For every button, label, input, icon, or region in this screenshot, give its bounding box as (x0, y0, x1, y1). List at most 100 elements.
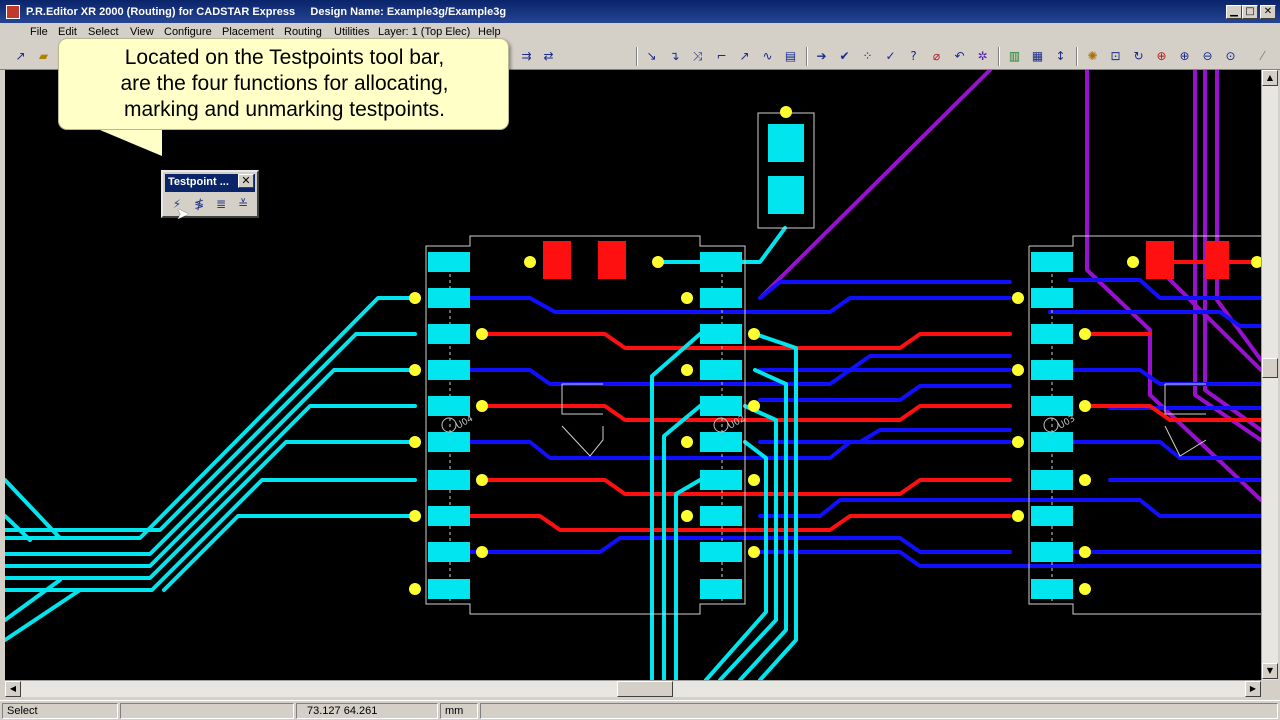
unmark-testpoint-icon[interactable]: ≚ (237, 197, 249, 211)
blue-trace (758, 428, 1012, 444)
testpoint-via (1079, 474, 1091, 486)
testpoint-icon[interactable]: ⁘ (862, 49, 873, 63)
blue-trace (758, 550, 1261, 568)
mitre-icon[interactable]: ↘ (646, 49, 657, 63)
maximize-button[interactable]: □ (1242, 5, 1258, 19)
blue-trace (465, 440, 1012, 460)
component-pad (1031, 288, 1073, 308)
testpoint-via (748, 474, 760, 486)
diagonal-icon[interactable]: ⤨ (692, 49, 703, 63)
menu-file[interactable]: File (30, 26, 48, 38)
corner-icon[interactable]: ↴ (669, 49, 680, 63)
zoom-prev-icon[interactable]: ⊙ (1225, 49, 1236, 63)
vertical-scrollbar[interactable]: ▲ ▼ (1261, 70, 1278, 680)
menu-routing[interactable]: Routing (284, 26, 322, 38)
testpoint-via (409, 292, 421, 304)
open-icon[interactable]: ↗ (15, 49, 26, 63)
star-icon[interactable]: ✲ (977, 49, 988, 63)
component-pad (428, 396, 470, 416)
blue-trace (758, 280, 1012, 300)
allocate-testpoint-icon[interactable]: ⚡ (172, 197, 182, 211)
route-icon[interactable]: ⇉ (521, 49, 532, 63)
red-pad (1205, 241, 1229, 279)
mark-all-testpoints-icon[interactable]: ≣ (215, 197, 227, 211)
app-icon[interactable] (6, 5, 20, 19)
scroll-right-icon[interactable]: ▶ (1245, 681, 1261, 697)
cyan-trace (5, 440, 417, 580)
status-coordinates: 73.127 64.261 (296, 703, 438, 719)
zoom-in-icon[interactable]: ⊕ (1179, 49, 1190, 63)
menu-edit[interactable]: Edit (58, 26, 77, 38)
undo-icon[interactable]: ↶ (954, 49, 965, 63)
minimize-button[interactable]: ▁ (1226, 5, 1242, 19)
testpoint-via (1079, 400, 1091, 412)
zoom-fit-icon[interactable]: ⊡ (1110, 49, 1121, 63)
testpoint-via (1012, 364, 1024, 376)
vertical-scroll-thumb[interactable] (1262, 358, 1278, 378)
folder-icon[interactable]: ▰ (38, 49, 49, 63)
zoom-out-icon[interactable]: ⊖ (1202, 49, 1213, 63)
purple-trace (1203, 70, 1261, 432)
menu-layer[interactable]: Layer: 1 (Top Elec) (378, 26, 471, 38)
testpoint-via (681, 510, 693, 522)
slope-icon[interactable]: ↗ (739, 49, 750, 63)
component-pad (428, 470, 470, 490)
pcb-canvas[interactable]: U04 U02 U03 (5, 70, 1261, 680)
toolbar-grip-icon[interactable]: ⁄ (1261, 49, 1264, 63)
cyan-trace (5, 588, 82, 642)
close-button[interactable]: ✕ (1260, 5, 1276, 19)
testpoint-toolbar-close-button[interactable]: ✕ (238, 174, 254, 188)
testpoint-via (409, 364, 421, 376)
ref-label: U04 (455, 414, 476, 432)
menu-placement[interactable]: Placement (222, 26, 274, 38)
bend-icon[interactable]: ⌐ (716, 49, 727, 63)
grid-icon[interactable]: ▦ (1031, 49, 1044, 63)
testpoint-via (476, 400, 488, 412)
toolbar-separator (1076, 47, 1078, 66)
report-icon[interactable]: ▤ (784, 49, 797, 63)
red-trace (480, 332, 1012, 350)
origin-marker (441, 417, 457, 433)
help-icon[interactable]: ? (910, 49, 917, 63)
meander-icon[interactable]: ∿ (762, 49, 773, 63)
component-pad (700, 396, 742, 416)
route-angle-icon[interactable]: ⇄ (543, 49, 554, 63)
red-pad (543, 241, 571, 279)
red-pad (598, 241, 626, 279)
testpoint-via (1251, 256, 1261, 268)
component-outline (757, 112, 815, 229)
menu-view[interactable]: View (130, 26, 154, 38)
testpoint-via (524, 256, 536, 268)
scroll-down-icon[interactable]: ▼ (1262, 663, 1278, 679)
zoom-window-icon[interactable]: ⊕ (1156, 49, 1167, 63)
cyan-trace (704, 440, 768, 680)
drc-icon[interactable]: ✓ (885, 49, 896, 63)
zoom-all-icon[interactable]: ✺ (1087, 49, 1098, 63)
origin-marker (1043, 417, 1059, 433)
testpoint-via (748, 400, 760, 412)
select-arrow-icon[interactable]: ➔ (816, 49, 827, 63)
menu-configure[interactable]: Configure (164, 26, 212, 38)
testpoint-toolbar-title[interactable]: Testpoint ... (165, 174, 255, 192)
scroll-left-icon[interactable]: ◀ (5, 681, 21, 697)
component-pad (428, 288, 470, 308)
menu-select[interactable]: Select (88, 26, 119, 38)
stretch-icon[interactable]: ↕ (1055, 49, 1066, 63)
component-pad (1031, 470, 1073, 490)
horizontal-scrollbar[interactable]: ◀ ▶ (5, 680, 1261, 697)
zoom-redraw-icon[interactable]: ↻ (1133, 49, 1144, 63)
measure-icon[interactable]: ⌀ (932, 49, 941, 63)
cyan-trace (662, 404, 702, 680)
horizontal-scroll-thumb[interactable] (617, 681, 673, 697)
layers-icon[interactable]: ▥ (1008, 49, 1021, 63)
scroll-up-icon[interactable]: ▲ (1262, 70, 1278, 86)
menu-utilities[interactable]: Utilities (334, 26, 370, 38)
testpoint-via (681, 292, 693, 304)
testpoint-via (681, 436, 693, 448)
testpoint-via (409, 436, 421, 448)
testpoint-toolbar: Testpoint ... ✕ ⚡ ≸ ≣ ≚ (161, 170, 259, 218)
check-icon[interactable]: ✔ (839, 49, 850, 63)
mark-testpoint-icon[interactable]: ≸ (193, 197, 205, 211)
cyan-pad (768, 176, 804, 214)
menu-help[interactable]: Help (478, 26, 501, 38)
